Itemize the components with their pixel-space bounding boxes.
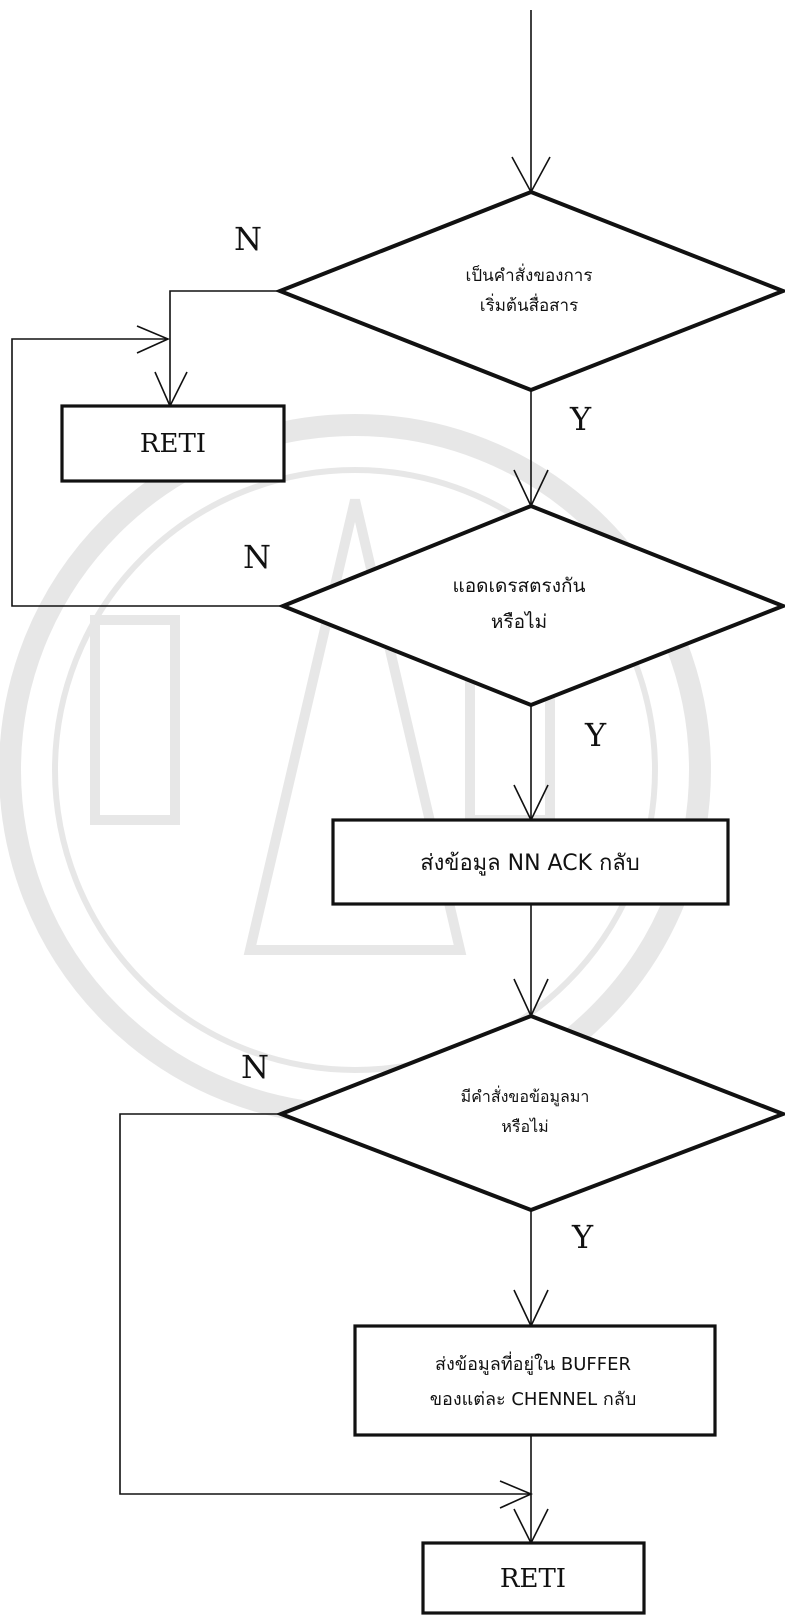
label-no-d2: N [243,538,271,576]
connector-d3-no [119,1113,531,1495]
decision-start-comm: เป็นคำสั่งของการ เริ่มต้นสื่อสาร [274,189,785,393]
arrowhead-icon [154,371,188,408]
arrowhead-icon [136,325,171,354]
process-reti-bottom: RETI [421,1541,646,1615]
process-send-ack: ส่งข้อมูล NN ACK กลับ [331,818,730,906]
process-send-buffer-line2: ของแต่ละ CHENNEL กลับ [430,1389,637,1410]
process-reti-bottom-label: RETI [500,1564,566,1594]
decision-address-match-line2: หรือไม่ [491,611,547,633]
decision-data-request: มีคำสั่งขอข้อมูลมา หรือไม่ [275,1013,785,1213]
connector-d1-no [169,290,280,406]
process-send-buffer-line1: ส่งข้อมูลที่อยู่ใน BUFFER [435,1351,631,1375]
label-yes-d3: Y [571,1218,594,1256]
connector-d2-no-loop [11,338,283,607]
process-send-ack-label: ส่งข้อมูล NN ACK กลับ [420,851,640,876]
label-no-d3: N [241,1048,269,1086]
decision-start-comm-line2: เริ่มต้นสื่อสาร [480,293,578,316]
decision-data-request-line1: มีคำสั่งขอข้อมูลมา [461,1085,590,1107]
decision-address-match-line1: แอดเดรสตรงกัน [453,575,586,597]
process-reti-top: RETI [60,404,286,483]
decision-address-match: แอดเดรสตรงกัน หรือไม่ [277,503,785,708]
label-no-d1: N [234,220,262,258]
watermark-seal [0,414,711,1126]
process-reti-top-label: RETI [140,429,206,459]
decision-data-request-line2: หรือไม่ [501,1117,548,1136]
process-send-buffer: ส่งข้อมูลที่อยู่ใน BUFFER ของแต่ละ CHENN… [353,1324,717,1437]
label-yes-d1: Y [569,400,592,438]
label-yes-d2: Y [584,716,607,754]
decision-start-comm-line1: เป็นคำสั่งของการ [466,263,593,286]
